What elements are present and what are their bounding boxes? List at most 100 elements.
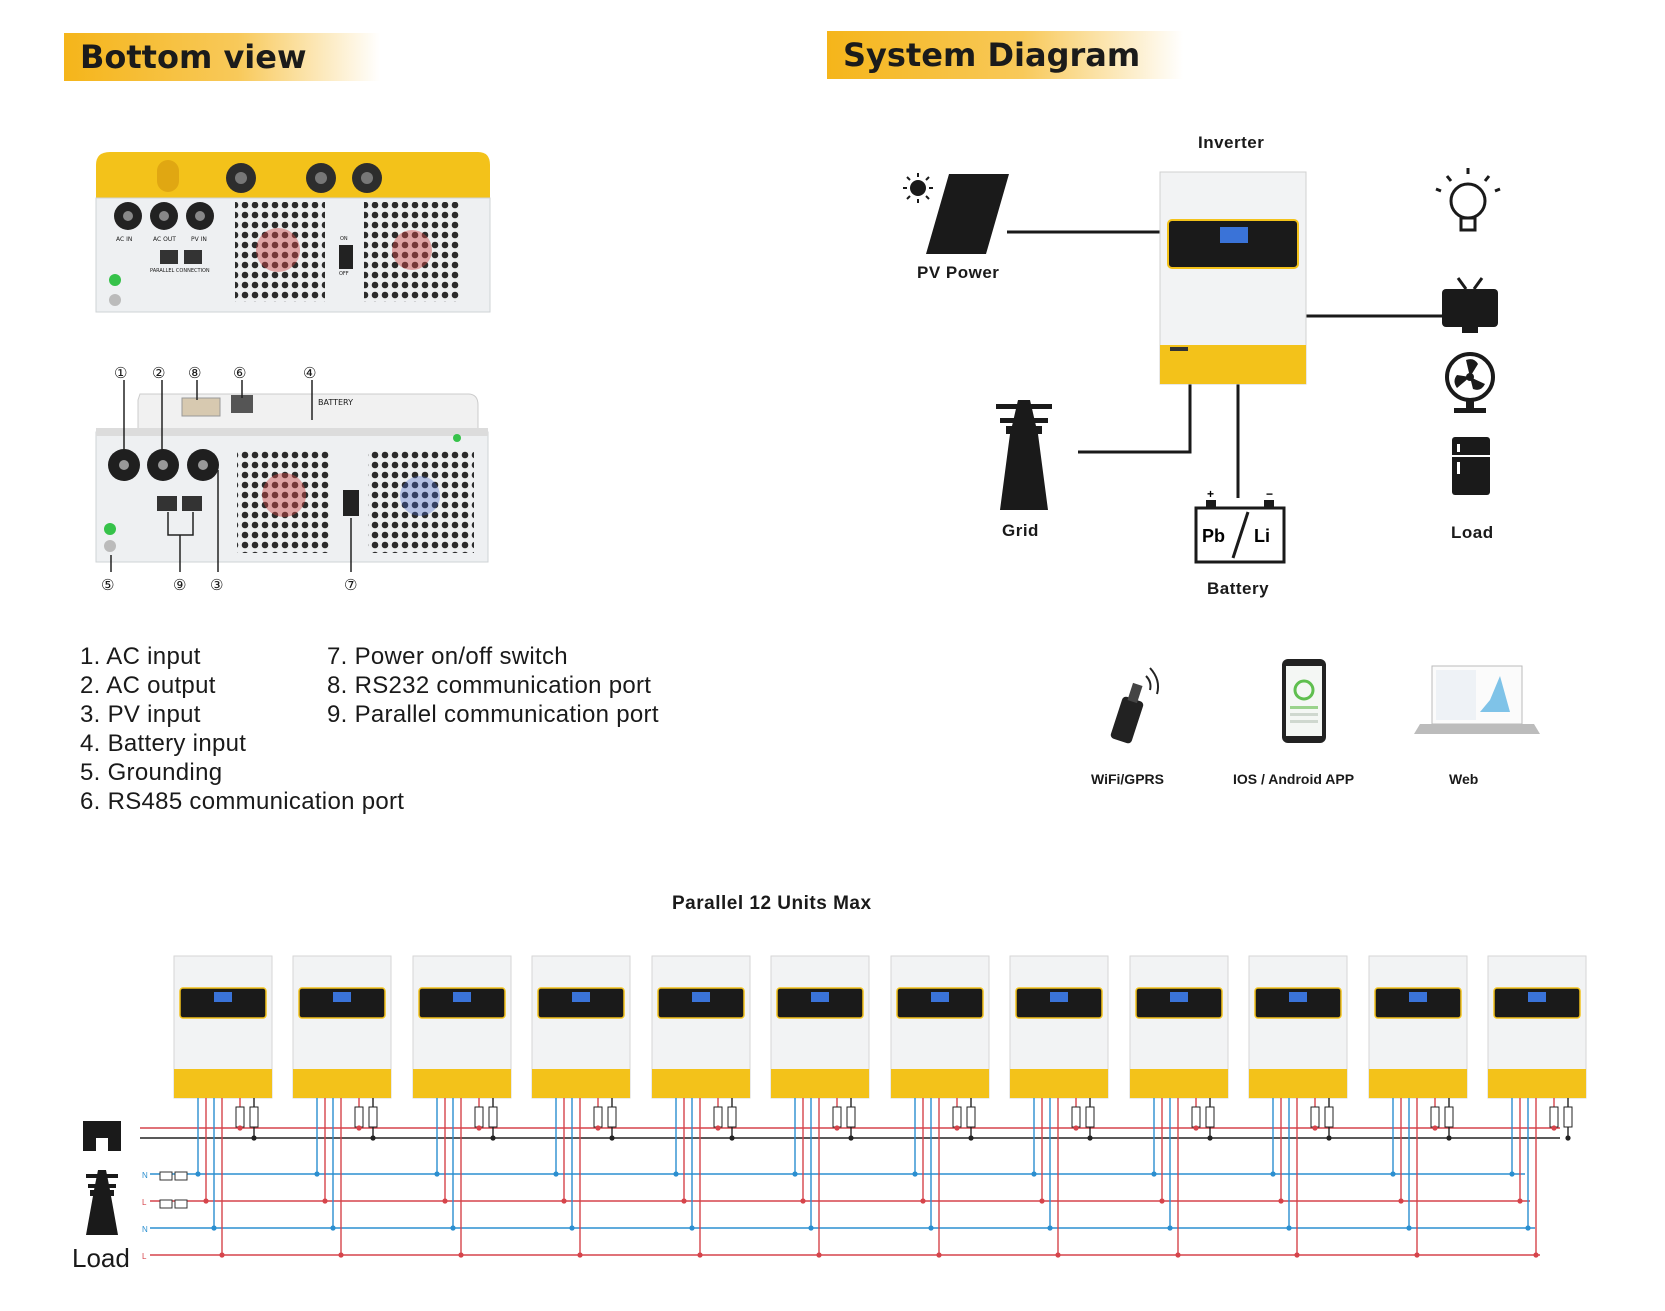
unit-yellow-base — [413, 1069, 511, 1098]
junction-dot — [1517, 1198, 1523, 1204]
junction-dot — [1167, 1225, 1173, 1231]
junction-dot — [1533, 1252, 1539, 1258]
battery-breaker-icon — [249, 1106, 259, 1128]
junction-dot — [1055, 1252, 1061, 1258]
battery-breaker-icon — [1444, 1106, 1454, 1128]
junction-dot — [609, 1135, 615, 1141]
parallel-inverter-unit — [1248, 955, 1348, 1258]
legend-item: 8. RS232 communication port — [327, 672, 652, 699]
unit-display — [418, 987, 506, 1019]
inverter-label: Inverter — [1198, 133, 1265, 152]
junction-dot — [442, 1198, 448, 1204]
legend-item: 6. RS485 communication port — [80, 788, 405, 815]
laptop-icon — [1414, 665, 1540, 734]
unit-yellow-base — [652, 1069, 750, 1098]
refrigerator-icon — [1452, 437, 1490, 495]
legend-item: 5. Grounding — [80, 759, 223, 786]
junction-dot — [330, 1225, 336, 1231]
battery-breaker-icon — [607, 1106, 617, 1128]
top-cable-gland-icon — [226, 163, 256, 193]
battery-breaker-icon — [1549, 1106, 1559, 1128]
junction-dot — [1286, 1225, 1292, 1231]
unit-screen — [931, 992, 949, 1002]
junction-dot — [490, 1135, 496, 1141]
battery-breaker-icon — [1430, 1106, 1440, 1128]
svg-text:−: − — [1266, 487, 1273, 501]
battery-breaker-icon — [1324, 1106, 1334, 1128]
unit-display — [1135, 987, 1223, 1019]
junction-dot — [553, 1171, 559, 1177]
port-legend-left: 1. AC input 2. AC output 3. PV input 4. … — [80, 642, 404, 816]
ac-out-port-icon — [150, 202, 178, 230]
callout-9: ⑨ — [173, 576, 187, 594]
junction-dot — [251, 1135, 257, 1141]
callout-7: ⑦ — [344, 576, 358, 594]
pv-power-label: PV Power — [917, 263, 1000, 282]
system-wiring — [1007, 230, 1443, 498]
unit-yellow-base — [174, 1069, 272, 1098]
junction-dot — [848, 1135, 854, 1141]
battery-breaker-icon — [1563, 1106, 1573, 1128]
junction-dot — [1509, 1171, 1515, 1177]
unit-display — [1493, 987, 1581, 1019]
battery-breaker-icon — [713, 1106, 723, 1128]
battery-breaker-icon — [1191, 1106, 1201, 1128]
unit-display — [896, 987, 984, 1019]
unit-yellow-base — [1488, 1069, 1586, 1098]
callout-6: ⑥ — [233, 364, 247, 382]
junction-dot — [577, 1252, 583, 1258]
junction-dot — [1031, 1171, 1037, 1177]
junction-dot — [1151, 1171, 1157, 1177]
parallel-bus-lines — [140, 1127, 1560, 1256]
junction-dot — [338, 1252, 344, 1258]
unit-display — [776, 987, 864, 1019]
junction-dot — [936, 1252, 942, 1258]
battery-breaker-icon — [488, 1106, 498, 1128]
unit-display — [657, 987, 745, 1019]
junction-dot — [1047, 1225, 1053, 1231]
light-bulb-icon — [1435, 168, 1501, 232]
battery-li-text: Li — [1254, 526, 1270, 546]
television-icon — [1442, 277, 1498, 333]
unit-yellow-base — [891, 1069, 989, 1098]
pv-in-label: PV IN — [191, 236, 207, 243]
ac-out-port-icon — [147, 449, 179, 481]
battery-photo-label: BATTERY — [318, 398, 353, 407]
battery-breaker-icon — [235, 1106, 245, 1128]
battery-breaker-icon — [1205, 1106, 1215, 1128]
ac-out-label: AC OUT — [153, 236, 176, 243]
off-label: OFF — [339, 271, 349, 277]
junction-dot — [1551, 1125, 1557, 1131]
junction-dot — [912, 1171, 918, 1177]
junction-dot — [1294, 1252, 1300, 1258]
bus-label: N — [142, 1225, 148, 1234]
callout-8: ⑧ — [188, 364, 202, 382]
on-label: ON — [340, 236, 348, 242]
battery-breaker-icon — [966, 1106, 976, 1128]
junction-dot — [1270, 1171, 1276, 1177]
junction-dot — [1406, 1225, 1412, 1231]
unit-yellow-base — [1249, 1069, 1347, 1098]
pv-panel-icon — [903, 173, 1009, 254]
parallel-title: Parallel 12 Units Max — [672, 893, 872, 914]
ac-in-port-icon — [114, 202, 142, 230]
legend-item: 4. Battery input — [80, 730, 247, 757]
unit-display — [1374, 987, 1462, 1019]
bus-label: L — [142, 1198, 147, 1207]
legend-item: 2. AC output — [80, 672, 216, 699]
parallel-inverter-unit — [890, 955, 990, 1258]
junction-dot — [237, 1125, 243, 1131]
junction-dot — [697, 1252, 703, 1258]
unit-display — [537, 987, 625, 1019]
grid-house-icon — [83, 1121, 121, 1151]
junction-dot — [1432, 1125, 1438, 1131]
grid-label: Grid — [1002, 521, 1039, 540]
junction-dot — [1398, 1198, 1404, 1204]
bottom-view-photo-top — [95, 152, 491, 313]
unit-screen — [1050, 992, 1068, 1002]
parallel-inverter-unit — [292, 955, 392, 1258]
legend-item: 3. PV input — [80, 701, 201, 728]
junction-dot — [1278, 1198, 1284, 1204]
battery-breaker-icon — [832, 1106, 842, 1128]
top-cable-gland-icon — [306, 163, 336, 193]
